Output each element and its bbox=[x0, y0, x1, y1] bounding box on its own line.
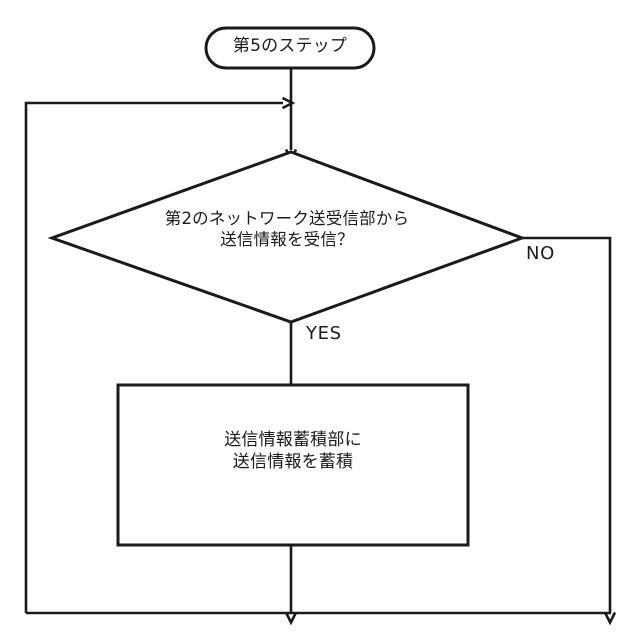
branch-label-yes: YES bbox=[306, 323, 342, 344]
terminal-label: 第5のステップ bbox=[232, 36, 348, 56]
decision-label-line1: 第2のネットワーク送受信部から bbox=[164, 209, 410, 228]
decision-label: 第2のネットワーク送受信部から送信情報を受信？ bbox=[92, 208, 482, 250]
process-shape bbox=[116, 383, 470, 547]
branch-label-no: NO bbox=[526, 243, 555, 264]
process-label-line2: 送信情報を蓄積 bbox=[232, 451, 354, 472]
connector-loopback-rail bbox=[24, 103, 283, 613]
process-label-line1: 送信情報蓄積部に bbox=[224, 430, 362, 450]
connector-no-branch bbox=[522, 236, 610, 613]
decision-label-line2: 送信情報を受信？ bbox=[220, 230, 354, 250]
process-label: 送信情報蓄積部に送信情報を蓄積 bbox=[138, 430, 448, 474]
